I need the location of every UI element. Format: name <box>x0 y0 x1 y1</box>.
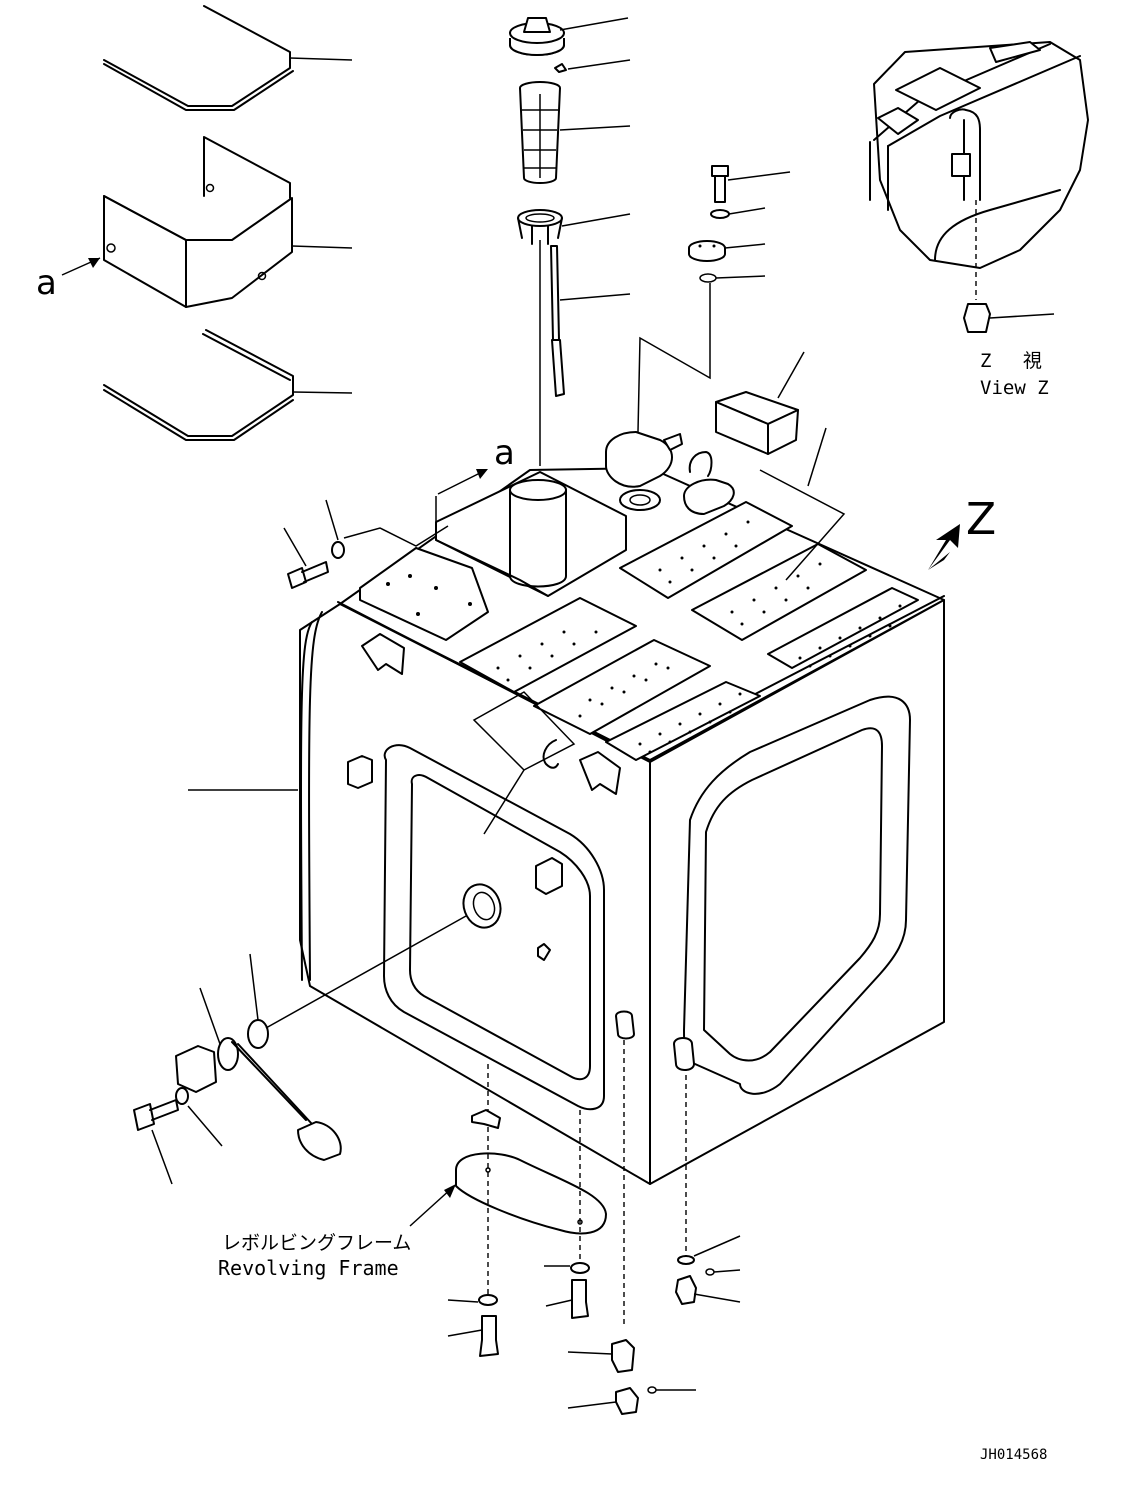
view-z-label-en: View Z <box>980 377 1049 399</box>
fuel-tank <box>299 467 945 1185</box>
lower-strap <box>103 329 353 441</box>
view-z-label-jp: Z 視 <box>980 350 1052 372</box>
cover-bolt-set <box>636 165 791 479</box>
level-sender <box>133 915 467 1185</box>
frame-label-jp: レボルビングフレーム <box>222 1232 412 1254</box>
upper-strap <box>103 5 353 111</box>
detail-arrow-left <box>61 257 101 276</box>
drawing-number: JH014568 <box>980 1447 1048 1463</box>
small-clip <box>554 59 631 73</box>
strainer <box>519 81 631 184</box>
cover-bracket <box>103 136 353 308</box>
tank-top-details <box>359 240 919 835</box>
detail-arrow-top <box>435 469 488 522</box>
detail-letter-left: a <box>36 263 57 303</box>
filler-neck-ring <box>517 209 631 245</box>
level-gauge-stick <box>550 245 631 397</box>
frame-label-en: Revolving Frame <box>218 1256 399 1280</box>
view-z-arrow <box>928 524 960 570</box>
filler-cap <box>509 17 629 56</box>
left-bolt-washer <box>283 499 449 589</box>
view-arrow-letter: Z <box>966 494 997 545</box>
view-z-inset <box>869 41 1089 333</box>
detail-letter-top: a <box>494 433 515 473</box>
bottom-mounts <box>409 1010 741 1415</box>
